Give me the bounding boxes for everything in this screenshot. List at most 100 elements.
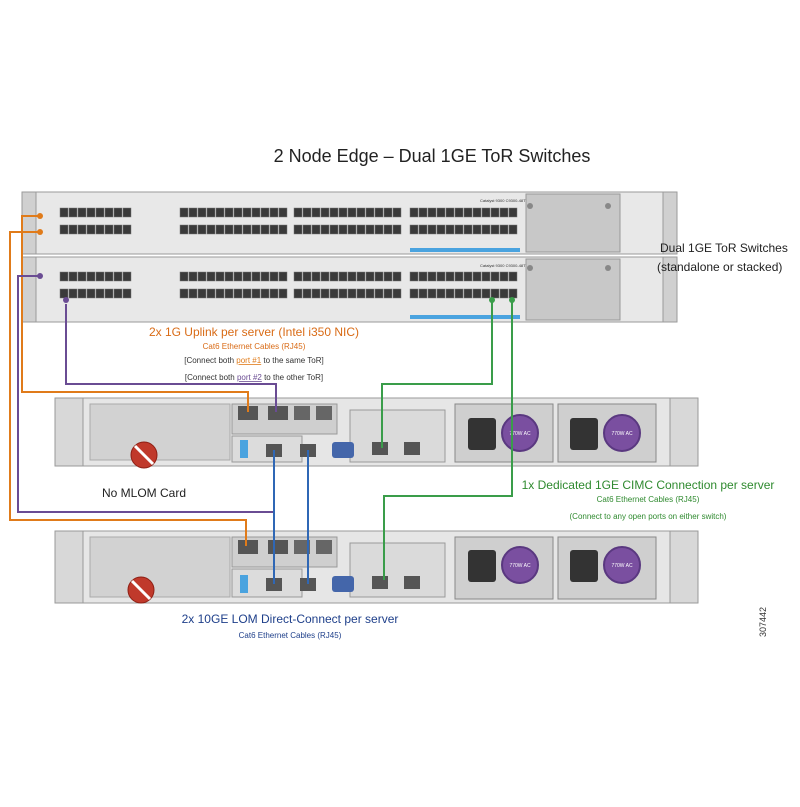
switch-port xyxy=(374,207,384,218)
switch-port xyxy=(445,271,455,282)
switch-port xyxy=(392,224,402,235)
switch-port xyxy=(347,271,357,282)
switch-port xyxy=(409,288,419,299)
switch-port xyxy=(374,288,384,299)
switch-port xyxy=(445,288,455,299)
switch-port xyxy=(472,207,482,218)
switch-port xyxy=(338,288,348,299)
switch-port xyxy=(233,271,243,282)
switch-port xyxy=(113,207,123,218)
cable-endpoints xyxy=(37,213,515,303)
switch-port xyxy=(188,207,198,218)
switch-port xyxy=(427,207,437,218)
switch-port xyxy=(269,288,279,299)
switch-port xyxy=(311,224,321,235)
switch-port xyxy=(188,271,198,282)
server-2: 770W AC 770W AC xyxy=(54,530,699,604)
switch-port xyxy=(269,207,279,218)
switch-port xyxy=(242,224,252,235)
switch-port xyxy=(383,271,393,282)
switch-port xyxy=(59,288,69,299)
switch-port xyxy=(392,207,402,218)
switch-port xyxy=(347,288,357,299)
switch-port xyxy=(338,271,348,282)
switch-port xyxy=(499,288,509,299)
switch-port xyxy=(329,271,339,282)
switch-port xyxy=(320,224,330,235)
psu-label: 770W AC xyxy=(611,563,633,569)
switch-port xyxy=(392,288,402,299)
switch-port xyxy=(329,207,339,218)
switch-port xyxy=(383,207,393,218)
switch-port xyxy=(215,207,225,218)
switch-port xyxy=(59,207,69,218)
switch-port xyxy=(418,271,428,282)
switch-port xyxy=(113,224,123,235)
switch-port xyxy=(409,207,419,218)
uplink-title: 2x 1G Uplink per server (Intel i350 NIC) xyxy=(149,325,359,339)
switch-port xyxy=(86,271,96,282)
switch-port xyxy=(197,207,207,218)
figure-id: 307442 xyxy=(758,607,768,637)
switch-port xyxy=(224,288,234,299)
switch-port xyxy=(365,271,375,282)
switch-port xyxy=(302,271,312,282)
switch-port xyxy=(179,207,189,218)
switch-port xyxy=(427,224,437,235)
switch-port xyxy=(197,224,207,235)
cable-cimc-server1 xyxy=(381,300,493,448)
switch-port xyxy=(233,207,243,218)
switch-port xyxy=(224,207,234,218)
switch-port xyxy=(68,288,78,299)
switch-port xyxy=(347,207,357,218)
switch-port xyxy=(68,224,78,235)
switch-port xyxy=(95,288,105,299)
switch-port xyxy=(418,224,428,235)
switch-port xyxy=(338,207,348,218)
switch-port xyxy=(383,288,393,299)
switch-port xyxy=(113,288,123,299)
switch-port xyxy=(490,207,500,218)
switch-port xyxy=(233,288,243,299)
cable-cimc-server2 xyxy=(383,300,513,580)
switch-port xyxy=(463,288,473,299)
switch-port xyxy=(59,271,69,282)
switch-port xyxy=(436,207,446,218)
switch-port xyxy=(251,288,261,299)
switch-port xyxy=(329,224,339,235)
switch-port xyxy=(122,288,132,299)
tor-switch-2: Catalyst 9300 C9300-48T xyxy=(21,256,678,323)
switch-port xyxy=(179,288,189,299)
switch-port xyxy=(86,288,96,299)
switch-port xyxy=(356,207,366,218)
cable-uplink1-server1 xyxy=(21,215,249,412)
switch-port xyxy=(251,207,261,218)
switch-port xyxy=(508,224,518,235)
no-mlom-icon xyxy=(127,576,155,604)
switch-port xyxy=(86,207,96,218)
switch-port xyxy=(383,224,393,235)
tor-switch-1: Catalyst 9300 C9300-48T xyxy=(21,191,678,255)
switch-port xyxy=(68,271,78,282)
psu-label: 770W AC xyxy=(611,431,633,437)
switch-port xyxy=(260,288,270,299)
switch-port xyxy=(365,207,375,218)
switch-port xyxy=(215,271,225,282)
switch-port xyxy=(356,271,366,282)
switch-port xyxy=(269,224,279,235)
switch-port xyxy=(472,224,482,235)
lom-cable: Cat6 Ethernet Cables (RJ45) xyxy=(239,631,342,640)
switch-port xyxy=(508,288,518,299)
switch-port xyxy=(409,224,419,235)
lom-title: 2x 10GE LOM Direct-Connect per server xyxy=(182,612,399,626)
switch-port xyxy=(215,224,225,235)
switch-port xyxy=(436,224,446,235)
switch-port xyxy=(499,224,509,235)
switch-port xyxy=(409,271,419,282)
switch-port xyxy=(260,271,270,282)
switch-port xyxy=(490,271,500,282)
no-mlom-label: No MLOM Card xyxy=(102,486,186,500)
switch-port xyxy=(197,288,207,299)
switch-port xyxy=(329,288,339,299)
